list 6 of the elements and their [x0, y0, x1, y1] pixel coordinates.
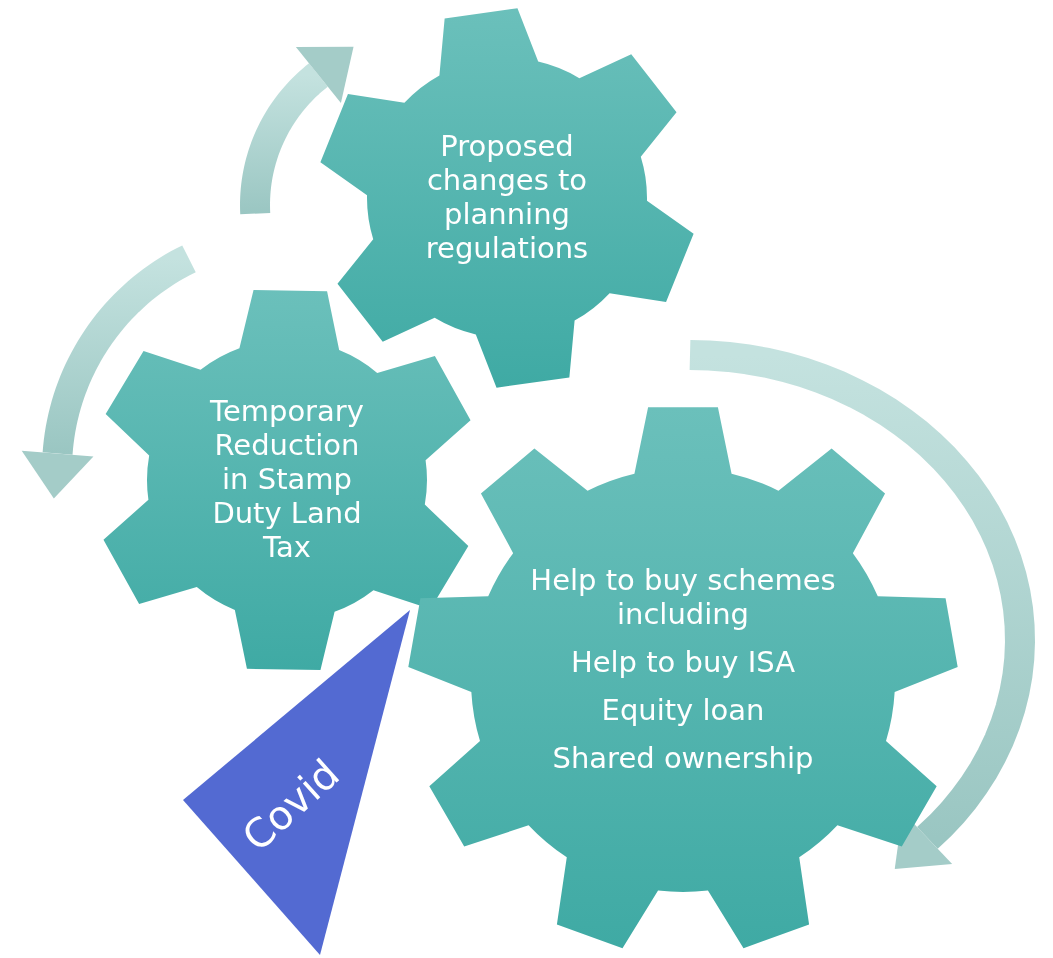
gear-label: Proposed changes to planning regulations: [424, 130, 590, 266]
gear-label: Temporary Reduction in Stamp Duty Land Tax: [209, 395, 365, 565]
gear-label: Help to buy schemes including: [529, 564, 837, 632]
list-item: Help to buy ISA: [569, 645, 797, 680]
list-item: Equity loan: [600, 693, 766, 728]
list-item: Shared ownership: [551, 741, 815, 776]
